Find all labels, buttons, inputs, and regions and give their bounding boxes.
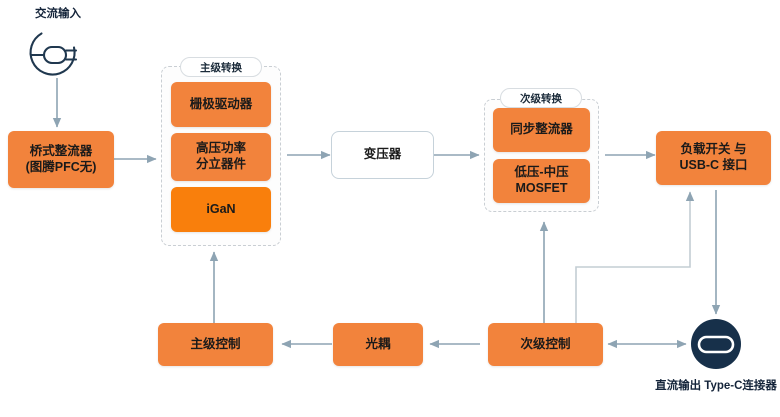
ac-input-label: 交流输入 [35, 8, 81, 20]
transformer-label: 变压器 [363, 147, 402, 162]
secondary-control-label: 次级控制 [520, 336, 571, 351]
block-gate-driver[interactable]: 栅极驱动器 [171, 82, 271, 127]
dc-output-line1: 直流输出 [655, 380, 702, 392]
igan-label: iGaN [206, 201, 236, 216]
optocoupler-label: 光耦 [365, 336, 391, 351]
block-optocoupler[interactable]: 光耦 [333, 323, 423, 366]
bridge-rectifier-line2: (图腾PFC无) [25, 159, 97, 174]
block-secondary-control[interactable]: 次级控制 [488, 323, 603, 366]
group-label-primary-conversion: 主级转换 [180, 57, 262, 77]
block-sync-rectifier[interactable]: 同步整流器 [493, 108, 590, 152]
usb-c-port-icon [691, 319, 741, 369]
load-switch-line2: USB-C 接口 [679, 158, 748, 172]
lv-mv-mosfet-line1: 低压-中压 [514, 165, 569, 180]
lv-mv-mosfet-line2: MOSFET [515, 181, 568, 195]
primary-control-label: 主级控制 [190, 336, 241, 351]
load-switch-line1: 负载开关 与 [680, 142, 747, 157]
gate-driver-label: 栅极驱动器 [189, 96, 253, 111]
hv-power-discrete-line2: 分立器件 [195, 157, 246, 171]
dc-output-caption: 直流输出 Type-C连接器 [646, 378, 780, 395]
block-bridge-rectifier[interactable]: 桥式整流器 (图腾PFC无) [8, 131, 114, 188]
sync-rectifier-label: 同步整流器 [510, 122, 573, 137]
block-igan[interactable]: iGaN [171, 187, 271, 232]
group-label-secondary-conversion: 次级转换 [500, 88, 582, 108]
block-lv-mv-mosfet[interactable]: 低压-中压 MOSFET [493, 159, 590, 203]
block-hv-power-discrete[interactable]: 高压功率 分立器件 [171, 133, 271, 181]
bridge-rectifier-line1: 桥式整流器 [29, 143, 93, 158]
power-plug-icon [29, 32, 78, 76]
block-transformer[interactable]: 变压器 [331, 131, 434, 179]
dc-output-line2: Type-C连接器 [704, 380, 777, 392]
hv-power-discrete-line1: 高压功率 [195, 141, 246, 156]
block-load-switch-usbc[interactable]: 负载开关 与 USB-C 接口 [656, 131, 771, 185]
block-primary-control[interactable]: 主级控制 [158, 323, 273, 366]
